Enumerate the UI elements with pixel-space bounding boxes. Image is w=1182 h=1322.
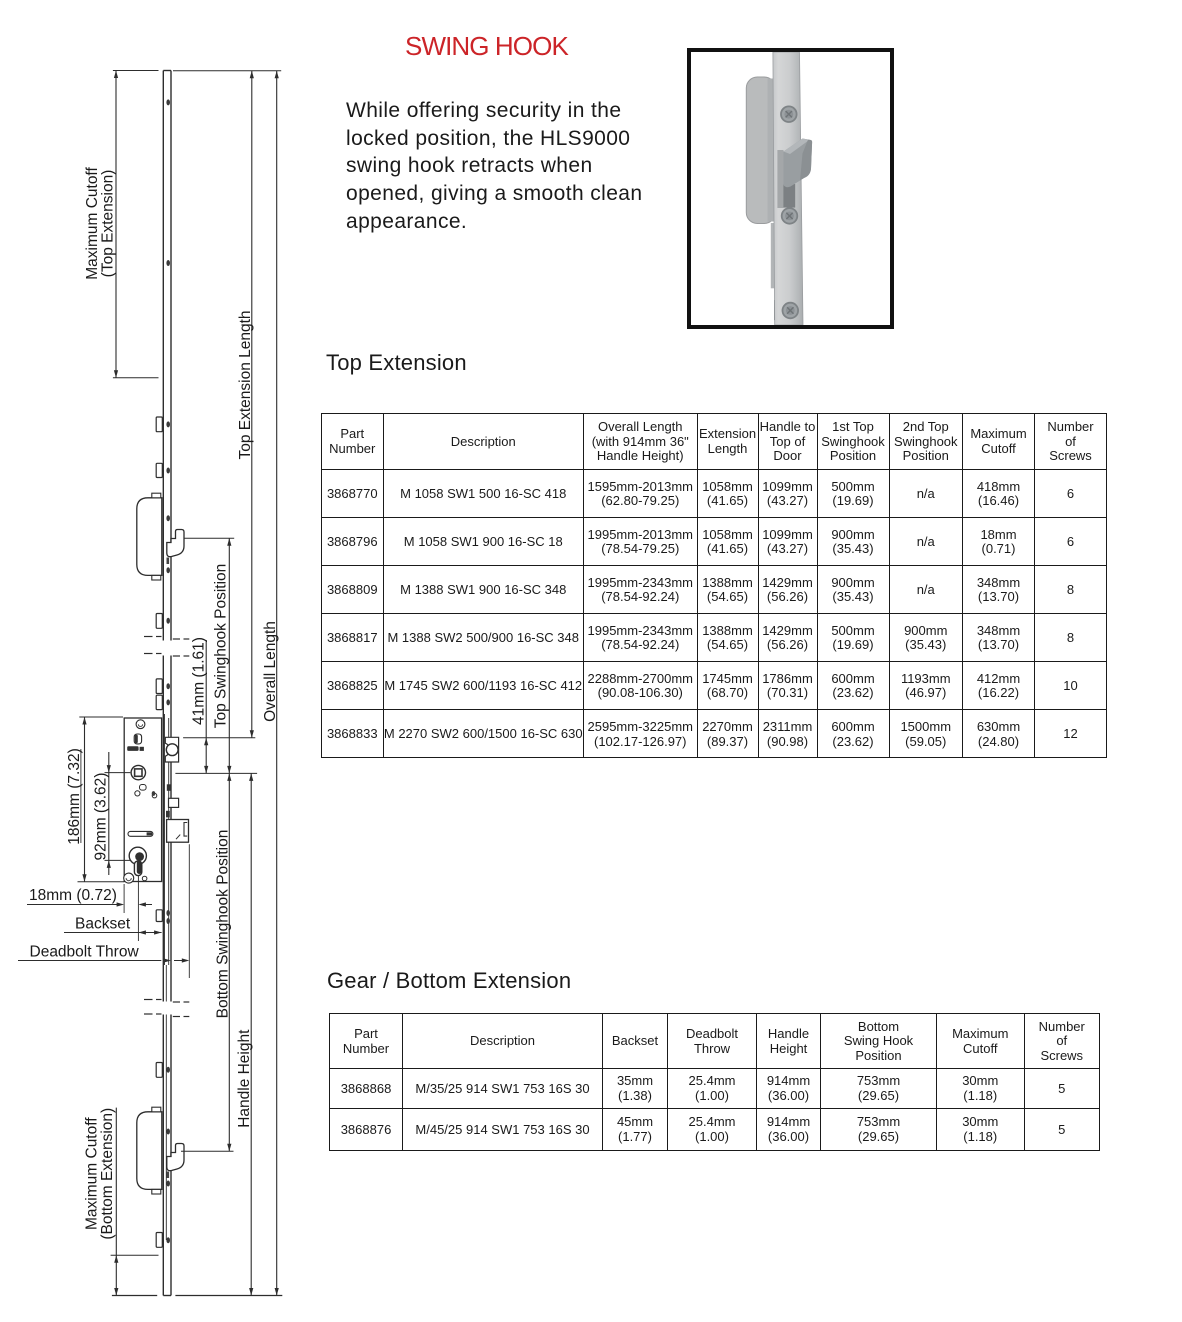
svg-text:Top Swinghook Position: Top Swinghook Position <box>212 564 229 729</box>
svg-text:Backset: Backset <box>75 916 131 933</box>
svg-text:18mm (0.72): 18mm (0.72) <box>29 887 117 904</box>
svg-text:(Top Extension): (Top Extension) <box>99 170 116 278</box>
svg-text:92mm (3.62): 92mm (3.62) <box>93 773 110 861</box>
svg-text:Deadbolt Throw: Deadbolt Throw <box>30 944 140 961</box>
svg-text:186mm (7.32): 186mm (7.32) <box>66 748 83 844</box>
svg-text:Overall Length: Overall Length <box>262 621 279 722</box>
svg-text:Top Extension Length: Top Extension Length <box>237 310 254 459</box>
svg-text:Handle Height: Handle Height <box>236 1029 253 1128</box>
svg-text:Maximum Cutoff: Maximum Cutoff <box>84 1117 101 1230</box>
svg-text:(Bottom Extension): (Bottom Extension) <box>99 1108 116 1240</box>
svg-text:Maximum Cutoff: Maximum Cutoff <box>84 167 101 280</box>
svg-text:Bottom Swinghook Position: Bottom Swinghook Position <box>214 830 231 1019</box>
svg-text:41mm (1.61): 41mm (1.61) <box>190 637 207 725</box>
